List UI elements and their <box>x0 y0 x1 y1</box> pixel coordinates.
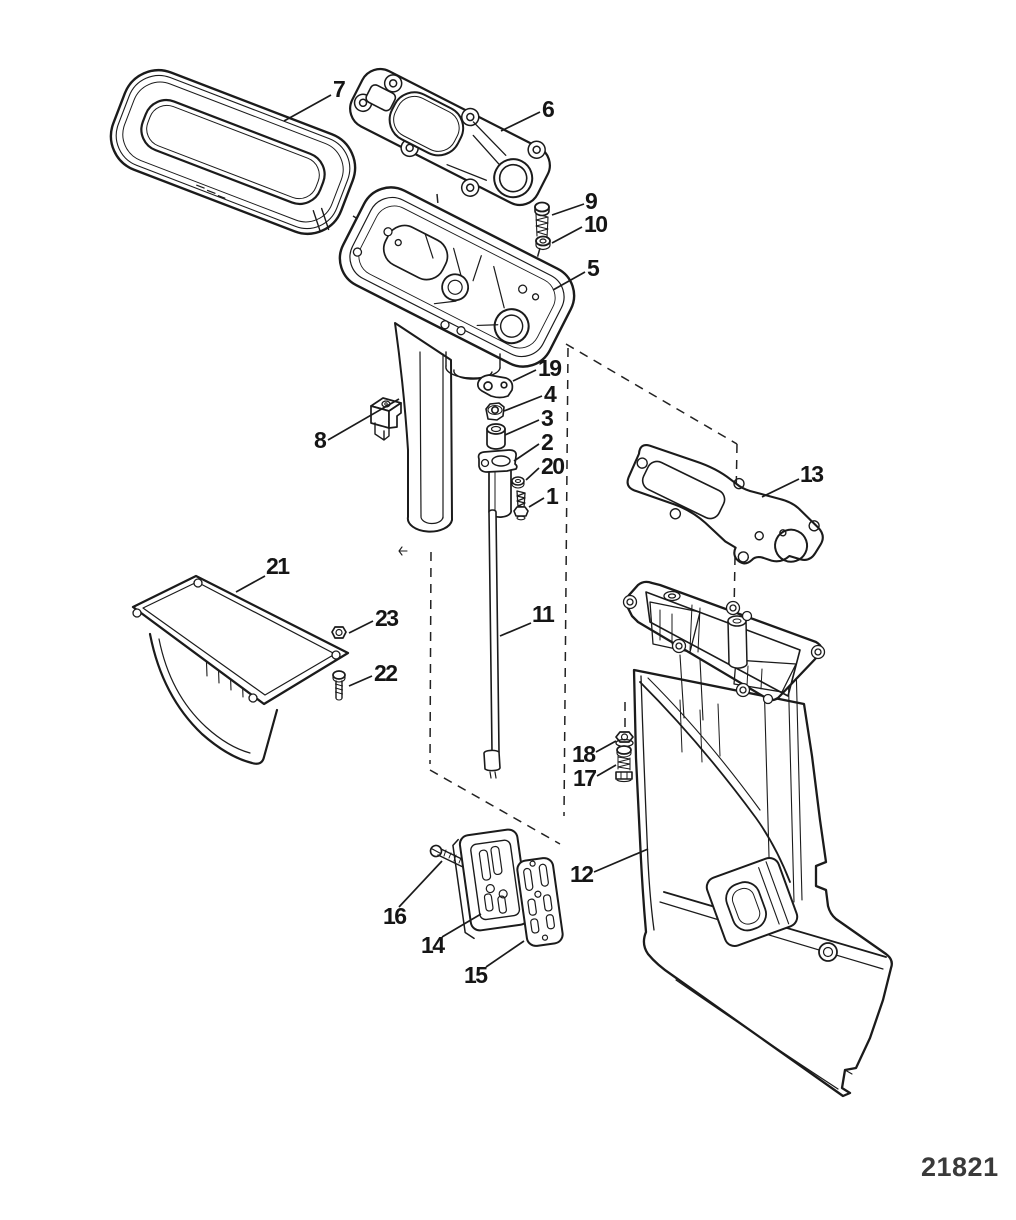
leader-line-14 <box>441 913 482 938</box>
leader-line-15 <box>485 940 525 968</box>
callout-15: 15 <box>464 962 488 988</box>
callout-4: 4 <box>544 381 557 407</box>
housing-mount-bracket <box>705 856 799 948</box>
part-11-driveshaft <box>483 509 501 779</box>
callout-3: 3 <box>541 405 553 431</box>
callout-7: 7 <box>333 76 345 102</box>
leader-line-4 <box>503 395 543 412</box>
leader-line-5 <box>552 271 586 291</box>
part-12-driveshaft-housing <box>622 580 893 1098</box>
tube-socket-boss <box>445 351 501 380</box>
callout-14: 14 <box>421 932 445 958</box>
exhaust-tube <box>394 322 453 556</box>
drawing-number: 21821 <box>921 1152 999 1182</box>
part-18-nut <box>615 731 634 748</box>
callout-6: 6 <box>542 96 554 122</box>
callout-12: 12 <box>570 861 593 887</box>
leader-line-22 <box>348 675 373 687</box>
part-3-bushing <box>486 423 506 450</box>
part-22-screw <box>332 670 346 701</box>
leader-line-17 <box>596 764 617 777</box>
callout-18: 18 <box>572 741 596 767</box>
part-17-screw <box>615 745 633 783</box>
leader-line-7 <box>283 94 332 122</box>
part-7-mount-ring <box>109 69 357 235</box>
callout-23: 23 <box>375 605 398 631</box>
part-4-nut <box>485 402 505 421</box>
leader-line-1 <box>528 497 545 508</box>
callout-16: 16 <box>383 903 406 929</box>
callout-22: 22 <box>374 660 397 686</box>
leader-line-3 <box>504 419 540 436</box>
part-6-gasket <box>349 67 551 207</box>
callout-9: 9 <box>585 188 597 214</box>
leader-line-16 <box>398 860 443 908</box>
part-20-washer <box>511 476 525 489</box>
callout-13: 13 <box>800 461 823 487</box>
callout-2: 2 <box>541 429 553 455</box>
part-1-screw <box>513 490 529 521</box>
callout-21: 21 <box>266 553 290 579</box>
callout-17: 17 <box>573 765 596 791</box>
leader-line-6 <box>500 111 541 132</box>
part-23-nut <box>331 626 347 639</box>
part-8-clamp <box>370 397 402 441</box>
dowel-stud <box>727 615 748 669</box>
part-10-washer <box>535 235 551 251</box>
leader-line-20 <box>525 467 540 481</box>
part-5-adaptor-plate <box>338 186 576 556</box>
part-21-deflector <box>131 574 350 765</box>
leader-line-18 <box>595 740 617 753</box>
leader-line-12 <box>593 848 649 873</box>
leader-line-2 <box>513 443 540 462</box>
leader-line-19 <box>512 369 537 382</box>
callout-10: 10 <box>584 211 607 237</box>
part-2-bushing-carrier <box>477 449 518 518</box>
housing-surface-lines <box>639 654 887 1090</box>
leader-line-10 <box>551 226 583 244</box>
leader-line-8 <box>327 398 400 441</box>
callout-19: 19 <box>538 355 561 381</box>
part-13-gasket <box>626 444 824 565</box>
callout-20: 20 <box>541 453 564 479</box>
callout-8: 8 <box>314 427 327 453</box>
part-19-retainer-plate <box>476 374 514 399</box>
leader-line-9 <box>551 203 585 216</box>
leader-line-21 <box>235 575 266 593</box>
flange-bolt-holes <box>622 590 826 705</box>
flange-pockets <box>649 601 797 693</box>
callout-11: 11 <box>532 601 555 627</box>
leader-line-13 <box>761 478 800 498</box>
callout-5: 5 <box>587 255 600 281</box>
part-15-intake-plate <box>516 857 564 947</box>
leader-line-23 <box>348 620 374 634</box>
part-9-screw <box>534 201 550 240</box>
callout-1: 1 <box>546 483 559 509</box>
molded-mark-lines <box>196 184 226 199</box>
part-14-exhaust-cover <box>452 828 530 940</box>
leader-line-11 <box>499 622 532 637</box>
